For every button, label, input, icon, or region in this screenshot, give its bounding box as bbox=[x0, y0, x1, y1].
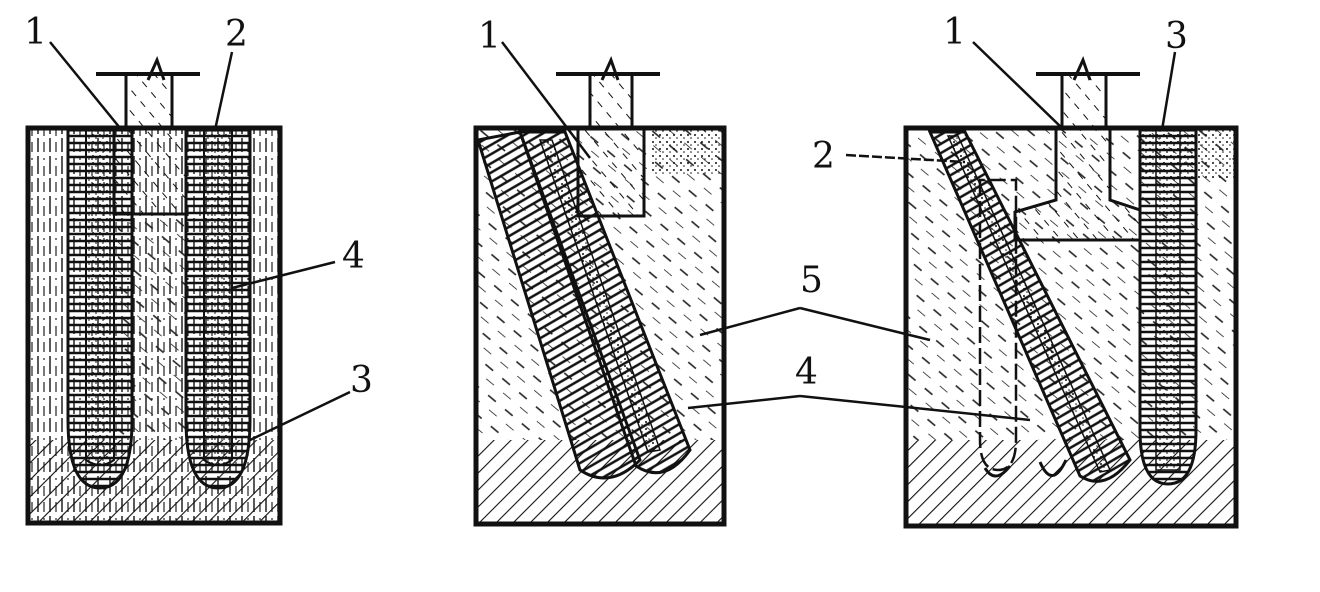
panel-right: 1 3 2 bbox=[812, 12, 1239, 529]
pile-core-left bbox=[85, 129, 115, 466]
panel-middle: 1 bbox=[473, 16, 727, 527]
label-5: 5 bbox=[800, 260, 823, 301]
shared-callouts: 5 4 bbox=[687, 260, 1031, 422]
label-3-left: 3 bbox=[350, 360, 373, 401]
small-pile bbox=[978, 178, 1018, 472]
label-4-left: 4 bbox=[342, 236, 365, 277]
label-4-shared: 4 bbox=[795, 352, 818, 393]
pile-core-right bbox=[203, 129, 233, 466]
inclined-pile-core bbox=[946, 135, 1112, 473]
column bbox=[588, 72, 634, 130]
label-3-right: 3 bbox=[1165, 16, 1188, 57]
pile-core bbox=[1155, 129, 1181, 471]
panel-left: 1 2 4 3 bbox=[24, 12, 373, 526]
label-1-middle: 1 bbox=[478, 16, 501, 57]
label-1-right: 1 bbox=[943, 12, 966, 53]
column bbox=[124, 72, 174, 130]
label-2-right: 2 bbox=[812, 136, 835, 177]
pile-core bbox=[538, 139, 662, 453]
label-1-left: 1 bbox=[24, 12, 47, 53]
fill-layer bbox=[650, 128, 724, 176]
label-2-left: 2 bbox=[225, 14, 248, 55]
column bbox=[1060, 72, 1108, 130]
